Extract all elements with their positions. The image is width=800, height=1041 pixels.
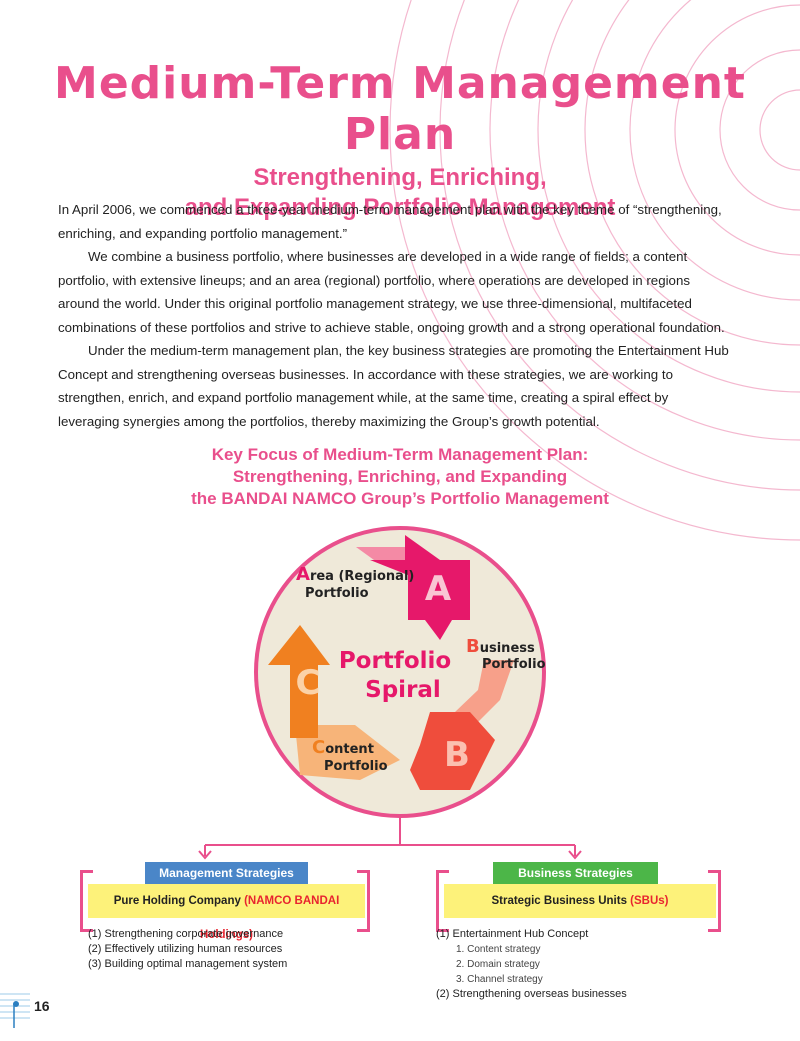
management-item-1: (1) Strengthening corporate governance xyxy=(88,928,284,940)
business-item-1: (1) Entertainment Hub Concept xyxy=(436,928,589,940)
business-box-accent: (SBUs) xyxy=(630,895,669,907)
center-label-line-2: Spiral xyxy=(365,677,441,703)
connector-lines xyxy=(204,812,576,856)
page-subtitle: Strengthening, Enriching, and Expanding … xyxy=(0,163,800,223)
business-portfolio-label-line-2: Portfolio xyxy=(482,657,546,672)
business-strategies-list: (1) Entertainment Hub Concept 1. Content… xyxy=(436,927,716,1002)
arrow-right-head xyxy=(568,850,582,860)
page-number-lines-icon xyxy=(0,993,30,1028)
area-portfolio-label: Area (Regional) xyxy=(296,564,414,585)
content-initial: C xyxy=(312,737,325,758)
business-portfolio-label: Business xyxy=(466,636,535,657)
management-box-accent: (NAMCO BANDAI Holdings) xyxy=(199,895,340,941)
content-portfolio-label-line-2: Portfolio xyxy=(324,759,388,774)
management-bracket-left xyxy=(80,870,93,932)
subtitle-line-2: and Expanding Portfolio Management xyxy=(184,194,616,221)
business-initial: B xyxy=(466,636,480,657)
paragraph-3: Under the medium-term management plan, t… xyxy=(58,343,729,429)
center-label-line-1: Portfolio xyxy=(339,648,451,674)
business-box-label: Strategic Business Units xyxy=(491,895,627,907)
content-portfolio-label: Content xyxy=(312,737,374,758)
area-arrow xyxy=(356,535,470,640)
business-letter: B xyxy=(444,735,470,775)
management-item-3: (3) Building optimal management system xyxy=(88,958,288,970)
business-strategies-tag: Business Strategies xyxy=(493,862,658,884)
page-number: 16 xyxy=(34,998,50,1014)
focus-title-line-3: the BANDAI NAMCO Group’s Portfolio Manag… xyxy=(191,489,609,508)
business-strategies-box: Strategic Business Units (SBUs) xyxy=(444,884,716,918)
business-label-rest: usiness xyxy=(480,641,535,656)
business-arrow xyxy=(410,660,514,790)
management-item-2: (2) Effectively utilizing human resource… xyxy=(88,943,283,955)
content-label-rest: ontent xyxy=(325,742,374,757)
business-subitem-1: 1. Content strategy xyxy=(456,944,541,955)
page-title: Medium-Term Management Plan xyxy=(54,58,746,160)
business-bracket-right xyxy=(708,870,721,932)
management-strategies-tag: Management Strategies xyxy=(145,862,308,884)
area-letter: A xyxy=(425,569,452,609)
management-bracket-right xyxy=(357,870,370,932)
business-bracket-left xyxy=(436,870,449,932)
paragraph-2: We combine a business portfolio, where b… xyxy=(58,249,725,335)
management-strategies-box: Pure Holding Company (NAMCO BANDAI Holdi… xyxy=(88,884,365,941)
content-arrow xyxy=(268,625,400,780)
subtitle-line-1: Strengthening, Enriching, xyxy=(253,164,547,191)
focus-title-line-1: Key Focus of Medium-Term Management Plan… xyxy=(211,445,589,464)
management-box-label: Pure Holding Company xyxy=(113,895,241,907)
area-portfolio-label-line-2: Portfolio xyxy=(305,586,369,601)
business-item-2: (2) Strengthening overseas businesses xyxy=(436,988,627,1000)
focus-title-line-2: Strengthening, Enriching, and Expanding xyxy=(232,467,568,486)
content-letter: C xyxy=(296,663,321,703)
management-strategies-list: (1) Strengthening corporate governance (… xyxy=(88,927,368,972)
area-label-rest: rea (Regional) xyxy=(310,569,414,584)
business-subitem-3: 3. Channel strategy xyxy=(456,974,543,985)
area-initial: A xyxy=(296,564,310,585)
paragraph-1: In April 2006, we commenced a three-year… xyxy=(58,202,722,241)
arrow-left-head xyxy=(198,850,212,860)
focus-title: Key Focus of Medium-Term Management Plan… xyxy=(0,444,800,510)
body-text: In April 2006, we commenced a three-year… xyxy=(58,198,730,433)
business-subitem-2: 2. Domain strategy xyxy=(456,959,540,970)
